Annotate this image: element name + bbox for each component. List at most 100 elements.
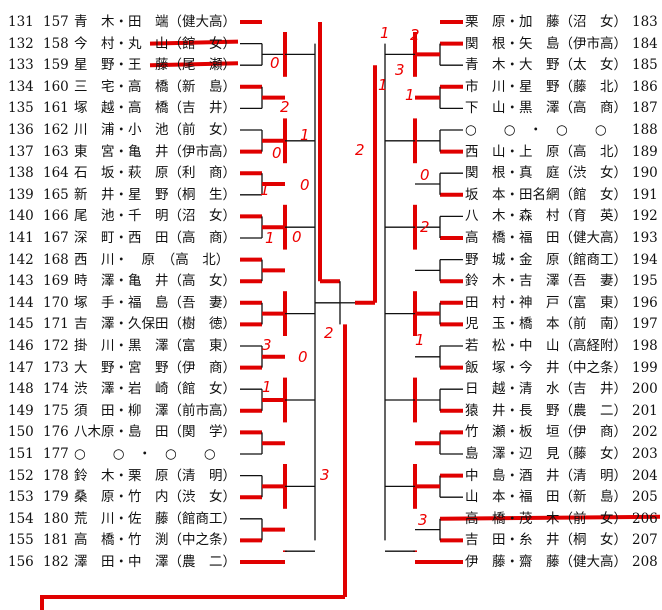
draw-number: 198	[632, 338, 658, 354]
pair-name: 鈴 木・栗 原（清 明）	[74, 467, 236, 484]
draw-number: 183	[632, 14, 658, 30]
pair-name: 尾 池・千 明（沼 女）	[74, 208, 236, 225]
pair-name: 関 根・真 庭（渋 女）	[465, 165, 627, 182]
handwritten-score: 0	[420, 166, 430, 184]
draw-number: 207	[632, 532, 658, 549]
seq-number: 134	[8, 78, 34, 95]
pair-name: 須 田・柳 澤（前市高）	[74, 402, 236, 419]
pair-name: 桑 原・竹 内（渋 女）	[74, 489, 236, 506]
pair-name: 荒 川・佐 藤（館商工）	[74, 510, 236, 527]
draw-number: 177	[43, 446, 69, 462]
pair-name: 児 玉・橋 本（前 南）	[465, 316, 627, 333]
draw-number: 206	[632, 510, 658, 527]
seq-number: 135	[8, 100, 34, 117]
draw-number: 184	[632, 35, 658, 52]
draw-number: 205	[632, 489, 658, 506]
draw-number: 200	[632, 381, 658, 398]
pair-name: 坂 本・田名網（館 女）	[465, 186, 627, 203]
draw-number: 208	[632, 554, 658, 570]
pair-name: 八木原・島 田（関 学）	[74, 424, 236, 441]
seq-number: 155	[8, 532, 34, 549]
seq-number: 131	[8, 14, 34, 30]
draw-number: 163	[43, 143, 69, 160]
draw-number: 162	[43, 122, 69, 138]
handwritten-score: 0	[300, 176, 310, 194]
pair-name: 竹 瀬・板 垣（伊 商）	[465, 424, 627, 441]
draw-number: 186	[632, 78, 658, 95]
draw-number: 190	[632, 165, 658, 182]
pair-name: 塚 越・高 橋（吉 井）	[74, 100, 236, 117]
seq-number: 151	[8, 446, 34, 462]
seq-number: 142	[8, 251, 34, 268]
pair-name: 関 根・矢 島（伊市高）	[465, 35, 627, 52]
strike-line	[149, 39, 239, 46]
pair-name: 鈴 木・吉 澤（吾 妻）	[465, 273, 627, 290]
pair-name: 若 松・中 山（高経附）	[465, 338, 627, 354]
draw-number: 159	[43, 57, 69, 74]
pair-name: 青 木・大 野（太 女）	[465, 57, 627, 74]
handwritten-score: 1	[378, 76, 388, 94]
draw-number: 196	[632, 294, 658, 311]
handwritten-score: 0	[292, 228, 302, 246]
draw-number: 179	[43, 489, 69, 506]
draw-number: 161	[43, 100, 69, 117]
pair-name: 高 橋・竹 渕（中之条）	[74, 532, 236, 549]
handwritten-score: 2	[324, 324, 334, 342]
seq-number: 137	[8, 143, 34, 160]
seq-number: 156	[8, 554, 34, 570]
handwritten-score: 3	[395, 61, 405, 79]
draw-number: 191	[632, 186, 658, 203]
handwritten-score: 1	[265, 229, 275, 247]
seq-number: 136	[8, 122, 34, 138]
seq-number: 152	[8, 467, 34, 484]
draw-number: 199	[632, 359, 658, 376]
pair-name: 掛 川・黒 澤（富 東）	[74, 338, 236, 354]
handwritten-score: 1	[300, 126, 310, 144]
draw-number: 160	[43, 78, 69, 95]
draw-number: 180	[43, 510, 69, 527]
draw-number: 192	[632, 208, 658, 225]
seq-number: 145	[8, 316, 34, 333]
handwritten-score: 3	[418, 511, 428, 529]
draw-number: 194	[632, 251, 658, 268]
handwritten-score: 2	[410, 26, 420, 44]
seq-number: 141	[8, 230, 34, 246]
pair-name: 野 城・金 原（館商工）	[465, 251, 627, 268]
seq-number: 148	[8, 381, 34, 398]
strike-line	[439, 514, 661, 521]
pair-name: 高 橋・茂 木（前 女）	[465, 510, 627, 527]
pair-name: 星 野・王 藤（尾 瀬）	[74, 57, 236, 74]
pair-name: 今 村・丸 山（館 女）	[74, 35, 236, 52]
draw-number: 195	[632, 273, 658, 290]
handwritten-score: 1	[262, 378, 272, 396]
pair-name: 田 村・神 戸（富 東）	[465, 294, 627, 311]
draw-number: 201	[632, 402, 658, 419]
draw-number: 166	[43, 208, 69, 225]
seq-number: 143	[8, 273, 34, 290]
draw-number: 189	[632, 143, 658, 160]
handwritten-score: 1	[405, 86, 415, 104]
seq-number: 147	[8, 359, 34, 376]
pair-name: 三 宅・高 橋（新 島）	[74, 78, 236, 95]
handwritten-score: 1	[380, 24, 390, 42]
pair-name: 栗 原・加 藤（沼 女）	[465, 14, 627, 30]
seq-number: 138	[8, 165, 34, 182]
draw-number: 178	[43, 467, 69, 484]
pair-name: 川 浦・小 池（前 女）	[74, 122, 236, 138]
pair-name: 八 木・森 村（育 英）	[465, 208, 627, 225]
handwritten-score: 3	[262, 336, 272, 354]
strike-line	[149, 61, 239, 68]
draw-number: 181	[43, 532, 69, 549]
draw-number: 165	[43, 186, 69, 203]
handwritten-score: 1	[415, 331, 425, 349]
seq-number: 139	[8, 186, 34, 203]
pair-name: 深 町・西 田（高 商）	[74, 230, 236, 246]
pair-name: 市 川・星 野（藤 北）	[465, 78, 627, 95]
pair-name: ○ ○ ・ ○ ○	[74, 446, 216, 462]
pair-name: 西 川・ 原 （高 北）	[74, 251, 230, 268]
pair-name: 飯 塚・今 井（中之条）	[465, 359, 627, 376]
seq-number: 154	[8, 510, 34, 527]
pair-name: 東 宮・亀 井（伊市高）	[74, 143, 236, 160]
